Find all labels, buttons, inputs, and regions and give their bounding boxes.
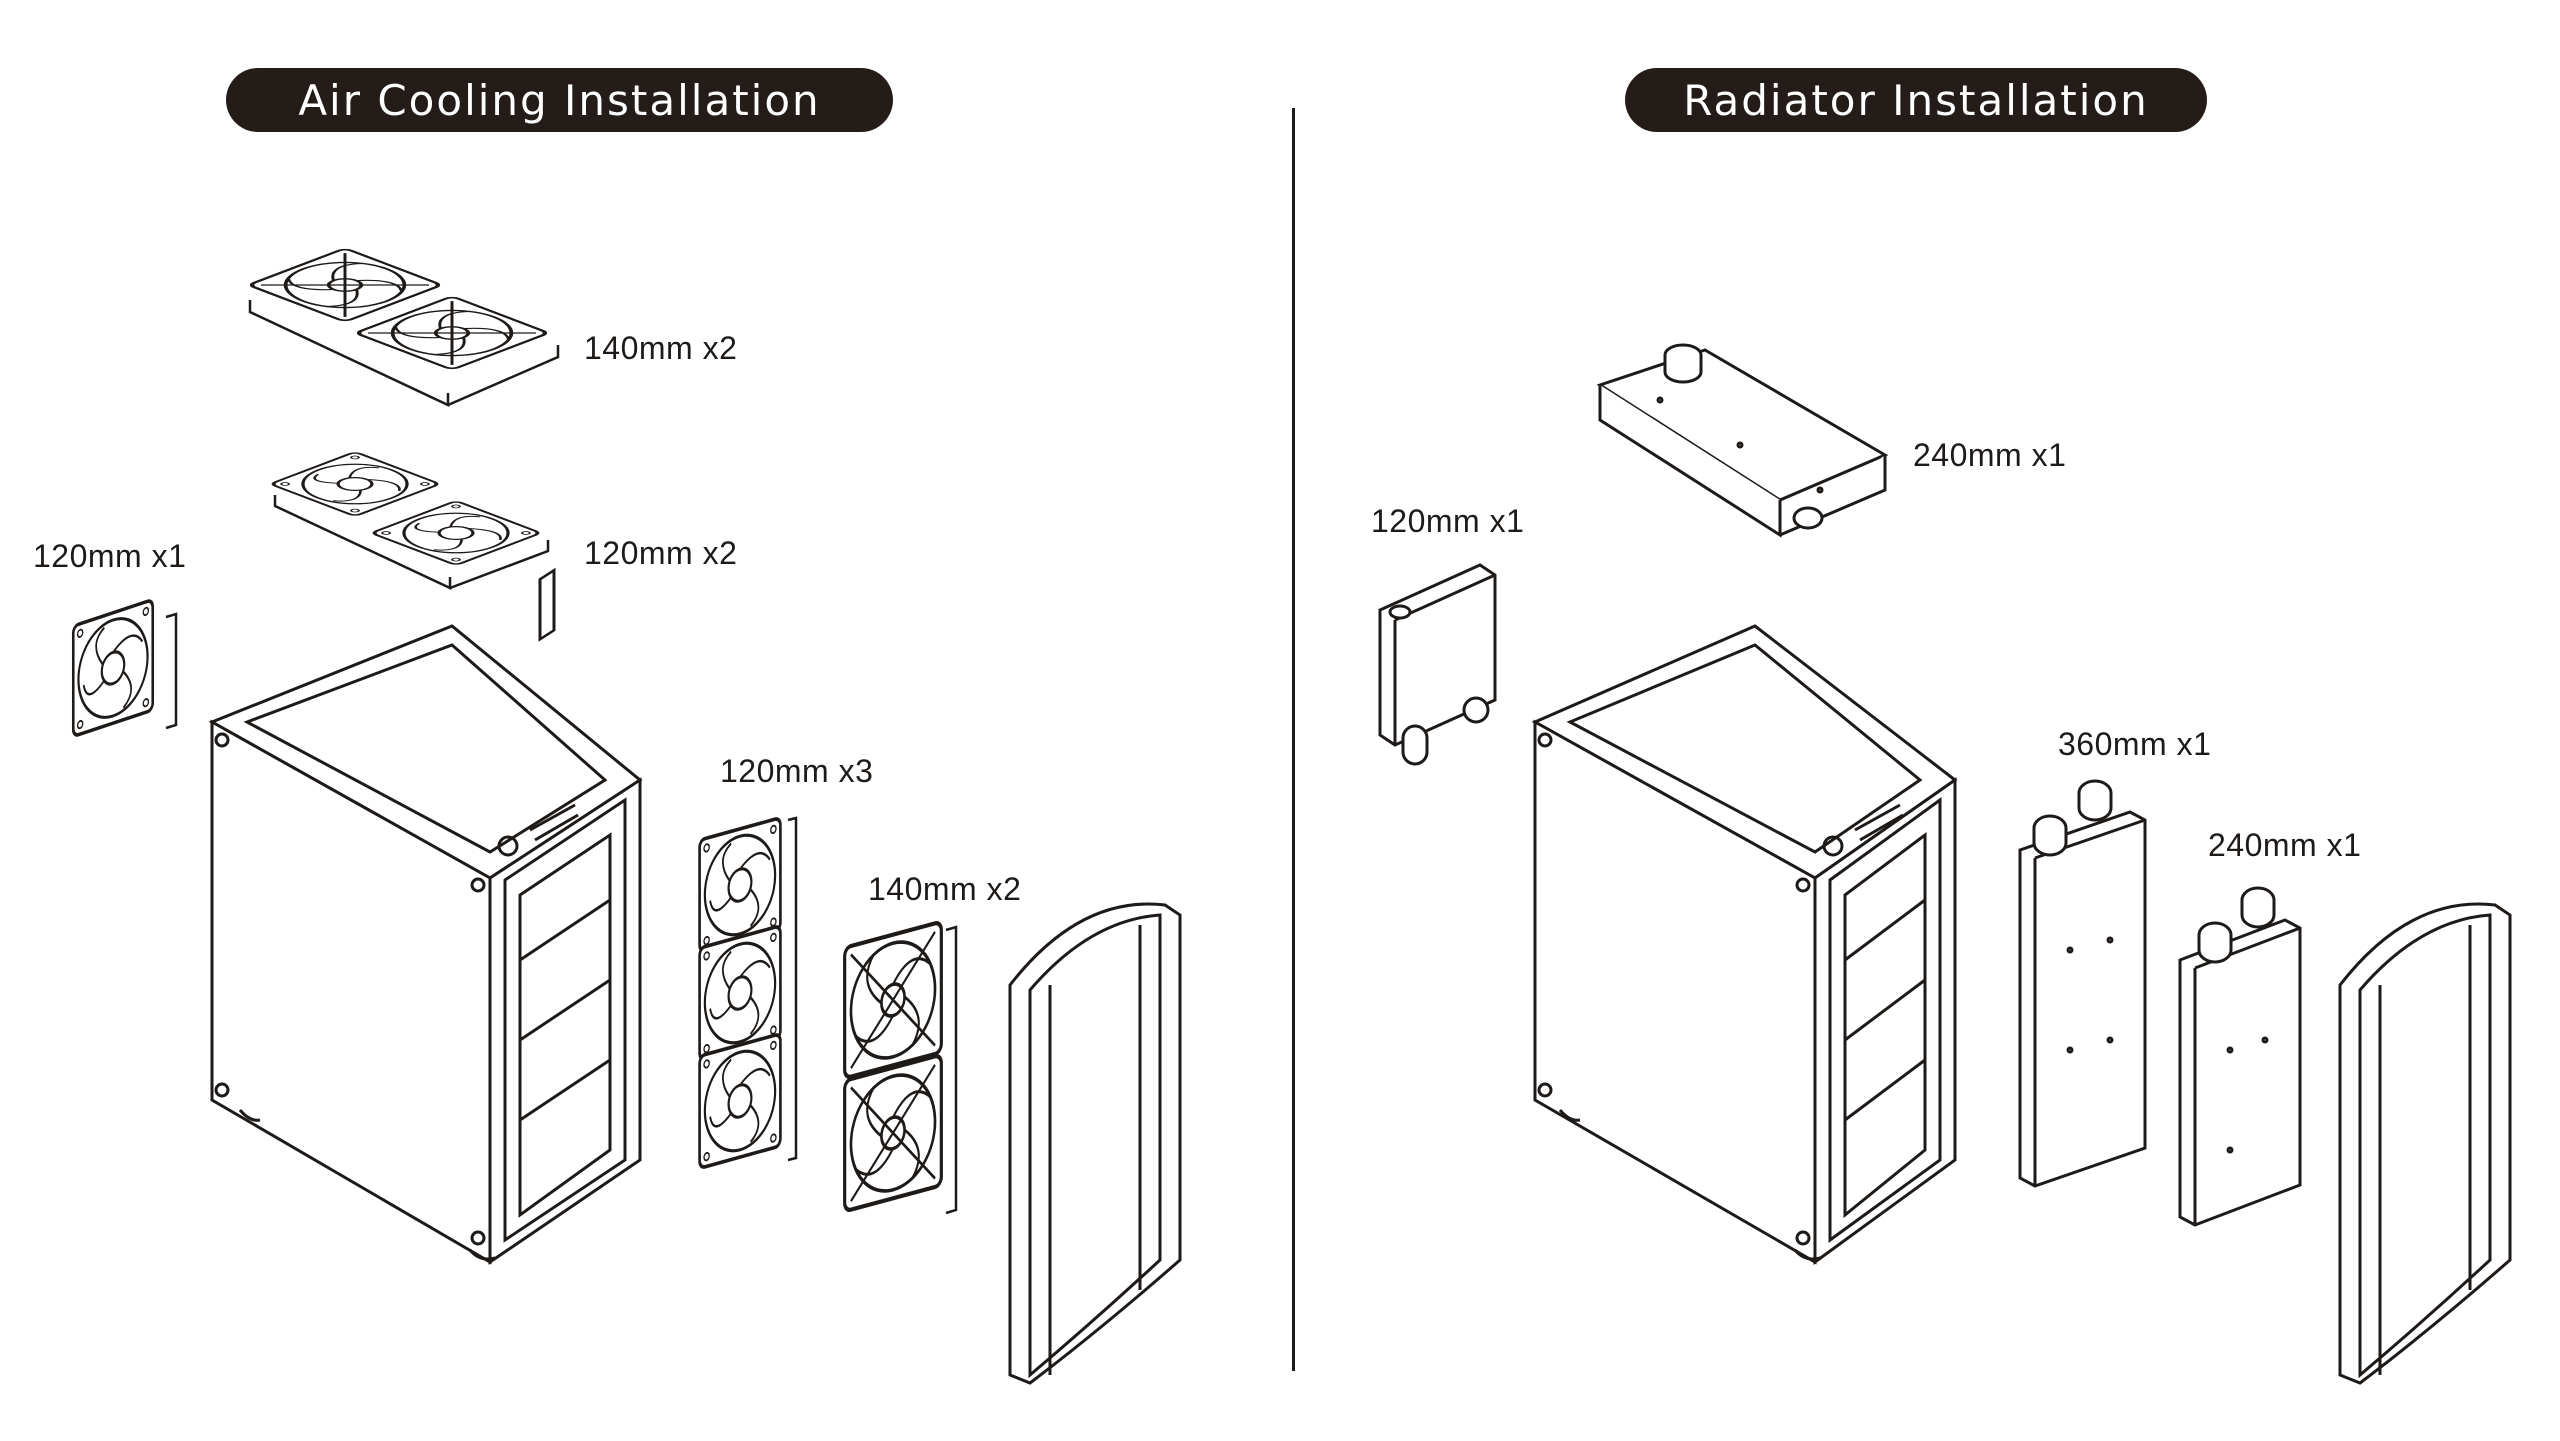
- front-panel-right-drawing: [2338, 902, 2512, 1385]
- front-fans-140-drawing: [845, 922, 958, 1215]
- top-fans-140-drawing: [248, 248, 560, 407]
- section-divider: [1292, 108, 1295, 1371]
- rear-radiator-120-drawing: [1378, 563, 1497, 766]
- label-front-radiator-360: 360mm x1: [2058, 726, 2212, 762]
- pc-case-right-drawing: [1531, 624, 1958, 1265]
- label-top-fans-120: 120mm x2: [584, 535, 738, 571]
- label-front-radiator-240: 240mm x1: [2208, 827, 2362, 863]
- front-radiator-360-drawing: [2018, 779, 2147, 1188]
- front-panel-left-drawing: [1008, 902, 1182, 1385]
- label-rear-fan-120: 120mm x1: [33, 538, 187, 574]
- radiator-title: Radiator Installation: [1625, 68, 2207, 132]
- top-fans-120-drawing: [268, 449, 550, 590]
- pc-case-left-drawing: [208, 567, 643, 1265]
- air-cooling-title: Air Cooling Installation: [226, 68, 893, 132]
- label-top-radiator-240: 240mm x1: [1913, 437, 2067, 473]
- rear-fan-120-drawing: [71, 597, 178, 739]
- label-front-fans-120: 120mm x3: [720, 753, 874, 789]
- front-radiator-240-drawing: [2178, 886, 2302, 1227]
- front-fans-120-drawing: [697, 815, 798, 1171]
- label-top-fans-140: 140mm x2: [584, 330, 738, 366]
- label-front-fans-140: 140mm x2: [868, 871, 1022, 907]
- top-radiator-240-drawing: [1596, 343, 1889, 538]
- label-rear-radiator-120: 120mm x1: [1371, 503, 1525, 539]
